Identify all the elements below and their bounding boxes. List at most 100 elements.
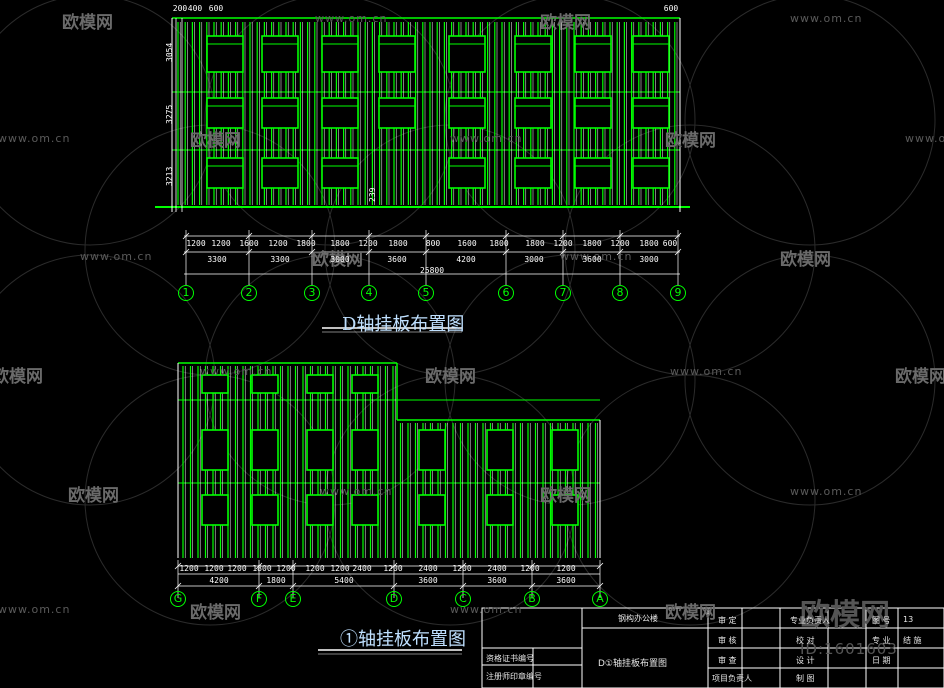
tb-label-drawing-no: 图 号 [872,616,891,625]
dim-label-row2: 3000 [524,255,544,264]
dim-label-row1: 1200 [330,564,350,573]
dim-tick [596,582,604,590]
dim-label-row1: 1200 [520,564,540,573]
window-opening [251,494,279,526]
dim-tick [174,562,182,570]
window-opening [486,494,514,526]
axis-bubble-5: 5 [418,285,434,301]
dim-label-row2: 4200 [456,255,476,264]
tb-role-0: 审 定 [718,616,737,625]
dim-tick [255,562,263,570]
vertical-dim-label: 3054 [165,42,174,62]
watermark-brand: 欧模网 [312,250,363,270]
axis-bubble-1: 1 [178,285,194,301]
window-opening [206,97,244,129]
dim-label-row1: 1200 [610,239,630,248]
dim-label-row1: 2400 [418,564,438,573]
watermark-url: www.om.cn [450,603,523,616]
dim-label-row2: 4200 [209,576,229,585]
axis-bubble-G: G [170,591,186,607]
watermark-url: www.om.cn [790,485,863,498]
dim-tick [616,248,624,256]
window-opening [306,429,334,471]
top-dim-label: 400 [187,4,203,13]
tb-role-1: 审 核 [718,636,737,645]
dim-label-row1: 800 [425,239,441,248]
watermark-brand: 欧模网 [540,486,591,506]
dim-label-row1: 1800 [388,239,408,248]
dim-label-row2: 3600 [556,576,576,585]
dim-label-row1: 1800 [525,239,545,248]
dim-tick [559,232,567,240]
dim-tick [674,232,682,240]
window-opening [574,97,612,129]
window-opening [448,97,486,129]
window-opening [418,429,446,471]
dim-label-row1: 1200 [452,564,472,573]
watermark-url: www.om.cn [315,12,388,25]
dim-tick [616,232,624,240]
dim-tick [390,582,398,590]
tb-role-2: 校 对 [796,636,815,645]
window-opening [306,374,334,394]
dim-label-row1: 1200 [268,239,288,248]
window-opening [418,494,446,526]
watermark-url: www.om.cn [790,12,863,25]
dim-label-row2: 1800 [266,576,286,585]
axis-bubble-3: 3 [304,285,320,301]
tb-left-row-1: 注册师印章编号 [486,672,542,681]
window-opening [251,374,279,394]
window-opening [632,35,670,73]
watermark-brand-large: 欧模网 [800,598,890,633]
dim-label-row1: 1600 [239,239,259,248]
window-opening [251,429,279,471]
tb-role-7: 制 图 [796,674,815,683]
window-opening [514,157,552,189]
axis-bubble-9: 9 [670,285,686,301]
watermark-url: www.om.cn [560,250,633,263]
window-opening [206,157,244,189]
tb-label-discipline: 结 施 [903,636,922,645]
window-opening [448,35,486,73]
dim-label-row1: 1200 [383,564,403,573]
dim-label-row1: 1200 [556,564,576,573]
watermark-url: www.om.cn [80,250,153,263]
window-opening [321,157,359,189]
window-opening [574,157,612,189]
dim-tick [182,232,190,240]
window-opening [551,429,579,471]
axis-bubble-C: C [455,591,471,607]
tb-drawing-no: 13 [903,615,914,624]
watermark-brand: 欧模网 [425,367,476,387]
dim-label-row1: 2400 [487,564,507,573]
watermark-url: www.om.cn [450,132,523,145]
watermark-url: www.om.cn [320,485,393,498]
dim-label-row1: 1200 [186,239,206,248]
window-opening [351,374,379,394]
dim-tick [308,248,316,256]
axis-bubble-E: E [285,591,301,607]
dim-label-row2: 3600 [418,576,438,585]
dim-tick [365,232,373,240]
dim-tick [459,562,467,570]
watermark-circle [684,0,936,246]
tb-left-row-0: 资格证书编号 [486,654,534,663]
dim-label-row1: 1200 [227,564,247,573]
dim-label-row1: 1800 [582,239,602,248]
watermark-url: www.om.cn [200,365,273,378]
dim-label-row2: 3000 [330,255,350,264]
axis-bubble-F: F [251,591,267,607]
tb-project: 钢构办公楼 [618,614,658,623]
window-opening [321,35,359,73]
dim-tick [422,232,430,240]
window-opening [306,494,334,526]
watermark-brand: 欧模网 [190,131,241,151]
watermark-brand: 欧模网 [62,13,113,33]
watermark-brand: 欧模网 [190,603,241,623]
dim-label-row1: 1200 [276,564,296,573]
dim-tick [596,562,604,570]
dim-label-row2: 3600 [487,576,507,585]
watermark-circle [0,0,216,246]
window-opening [632,97,670,129]
